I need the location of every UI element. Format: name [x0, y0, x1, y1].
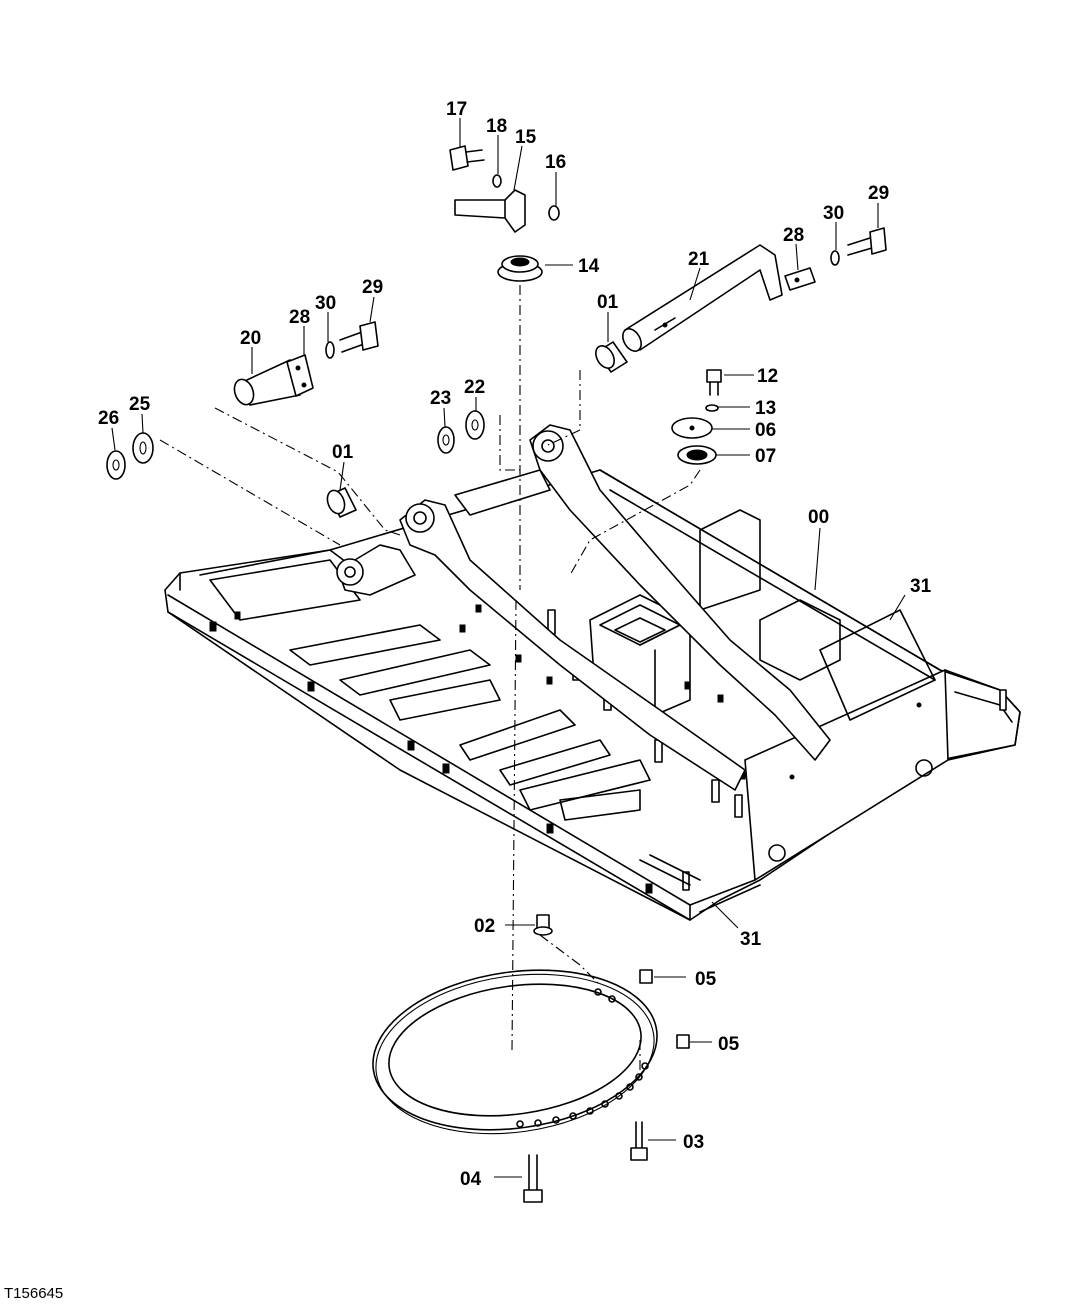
- callout-16: 16: [545, 152, 566, 173]
- callout-06: 06: [755, 420, 776, 441]
- callout-01-right: 01: [597, 292, 619, 313]
- bushing-part-01-left: [326, 487, 357, 518]
- callout-18: 18: [486, 116, 507, 137]
- bolt-part-29-right: [847, 227, 887, 256]
- callout-20: 20: [240, 328, 261, 349]
- callout-28-left: 28: [289, 307, 310, 328]
- bolt-part-17: [449, 145, 485, 171]
- washer-part-30-right: [830, 250, 840, 266]
- plug-part-05-upper: [639, 969, 653, 984]
- pin-part-20: [233, 354, 314, 406]
- washer-part-13: [705, 404, 719, 412]
- callout-29-left: 29: [362, 277, 383, 298]
- callout-13: 13: [755, 398, 776, 419]
- callout-30-right: 30: [823, 203, 844, 224]
- pin-part-21: [622, 244, 783, 352]
- washer-part-25: [132, 432, 154, 464]
- plug-part-05-lower: [676, 1034, 690, 1049]
- ring-part-07: [677, 445, 717, 465]
- bolt-part-03: [630, 1121, 648, 1161]
- callout-00: 00: [808, 507, 829, 528]
- bolt-part-12: [706, 369, 722, 396]
- callout-14: 14: [578, 256, 600, 277]
- bolt-part-04: [523, 1154, 543, 1203]
- washer-part-23: [437, 426, 455, 454]
- grommet-part-14: [497, 255, 543, 282]
- main-frame-part-00: [164, 469, 1021, 921]
- callout-23: 23: [430, 388, 451, 409]
- callout-22: 22: [464, 377, 485, 398]
- callout-17: 17: [446, 99, 467, 120]
- cover-plate-part-06: [671, 417, 713, 439]
- callout-01-left: 01: [332, 442, 354, 463]
- callout-31-lower: 31: [740, 929, 762, 950]
- swing-bearing-ring: [372, 969, 658, 1135]
- callout-05-upper: 05: [695, 969, 717, 990]
- figure-id: T156645: [4, 1285, 63, 1302]
- callout-31-upper: 31: [910, 576, 932, 597]
- washer-part-22: [465, 410, 485, 440]
- callout-15: 15: [515, 127, 537, 148]
- callout-labels: 17 18 15 16 14 21 28 30 29 01 20 28 30 2…: [98, 99, 932, 1190]
- plate-part-28-right: [784, 267, 816, 291]
- bolt-part-29-left: [339, 321, 379, 353]
- center-lines: [159, 285, 701, 1070]
- callout-07: 07: [755, 446, 776, 467]
- callout-05-lower: 05: [718, 1034, 740, 1055]
- callout-26: 26: [98, 408, 119, 429]
- washer-part-26: [106, 450, 126, 480]
- bracket-part-15: [454, 189, 526, 233]
- callout-04: 04: [460, 1169, 482, 1190]
- callout-03: 03: [683, 1132, 704, 1153]
- callout-25: 25: [129, 394, 151, 415]
- callout-28-right: 28: [783, 225, 804, 246]
- callout-leaders: [111, 118, 906, 1178]
- washer-part-16: [548, 205, 560, 221]
- bushing-part-01-right: [595, 341, 628, 373]
- boom-bracket-arms: [336, 424, 831, 791]
- grease-fitting-part-02: [533, 914, 553, 936]
- washer-part-30-left: [325, 341, 335, 359]
- callout-21: 21: [688, 249, 710, 270]
- callout-30-left: 30: [315, 293, 336, 314]
- washer-part-18: [492, 174, 502, 188]
- callout-02: 02: [474, 916, 495, 937]
- callout-29-right: 29: [868, 183, 889, 204]
- callout-12: 12: [757, 366, 778, 387]
